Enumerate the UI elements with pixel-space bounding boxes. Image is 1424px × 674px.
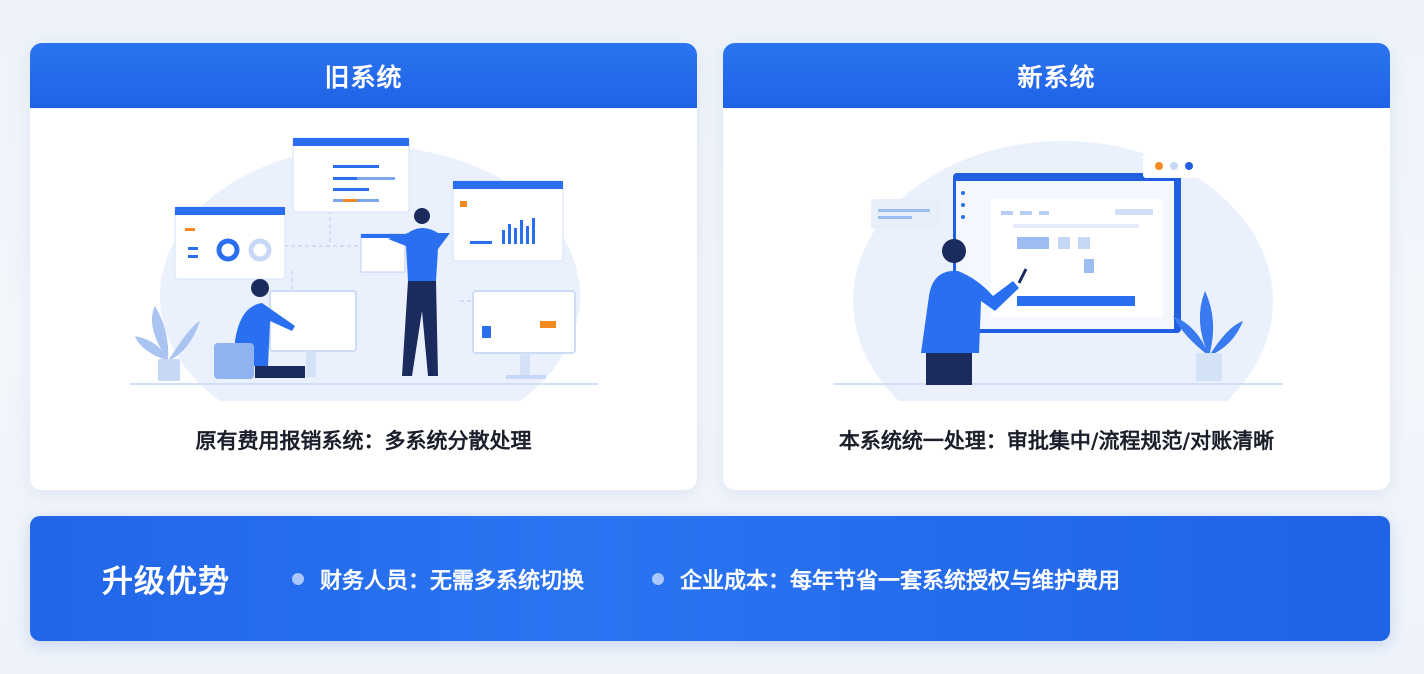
new-system-caption: 本系统统一处理：审批集中/流程规范/对账清晰 bbox=[838, 429, 1275, 453]
new-system-header: 新系统 bbox=[723, 43, 1390, 108]
new-system-title: 新系统 bbox=[1017, 62, 1096, 92]
dashboard-window-icon bbox=[292, 137, 410, 213]
old-system-caption: 原有费用报销系统：多系统分散处理 bbox=[195, 429, 532, 453]
benefit-label: 财务人员：无需多系统切换 bbox=[320, 568, 585, 594]
desktop-monitor-icon bbox=[472, 290, 576, 379]
benefit-label: 企业成本：每年节省一套系统授权与维护费用 bbox=[680, 568, 1121, 594]
old-system-title: 旧系统 bbox=[324, 62, 403, 92]
upgrade-title: 升级优势 bbox=[102, 564, 230, 600]
old-system-illustration bbox=[130, 137, 598, 401]
standing-person-icon bbox=[388, 208, 450, 376]
donut-chart-window-icon bbox=[174, 206, 286, 280]
presenting-person-icon bbox=[921, 239, 1028, 385]
bullet-dot-icon bbox=[292, 572, 304, 585]
bar-chart-window-icon bbox=[452, 180, 564, 262]
old-system-header: 旧系统 bbox=[30, 43, 697, 108]
status-dots-icon bbox=[1143, 154, 1207, 178]
plant-icon bbox=[135, 306, 200, 381]
unified-dashboard-icon bbox=[953, 173, 1181, 333]
benefit-finance-staff: 财务人员：无需多系统切换 bbox=[292, 563, 584, 595]
benefit-enterprise-cost: 企业成本：每年节省一套系统授权与维护费用 bbox=[652, 563, 1120, 595]
upgrade-advantages-bar: 升级优势 财务人员：无需多系统切换 企业成本：每年节省一套系统授权与维护费用 bbox=[30, 516, 1390, 641]
new-system-illustration bbox=[833, 141, 1283, 401]
new-system-card: 新系统 bbox=[723, 43, 1390, 490]
sitting-person-icon bbox=[214, 279, 357, 379]
plant-icon bbox=[1173, 291, 1243, 381]
bullet-dot-icon bbox=[652, 572, 665, 585]
old-system-card: 旧系统 bbox=[30, 43, 697, 490]
